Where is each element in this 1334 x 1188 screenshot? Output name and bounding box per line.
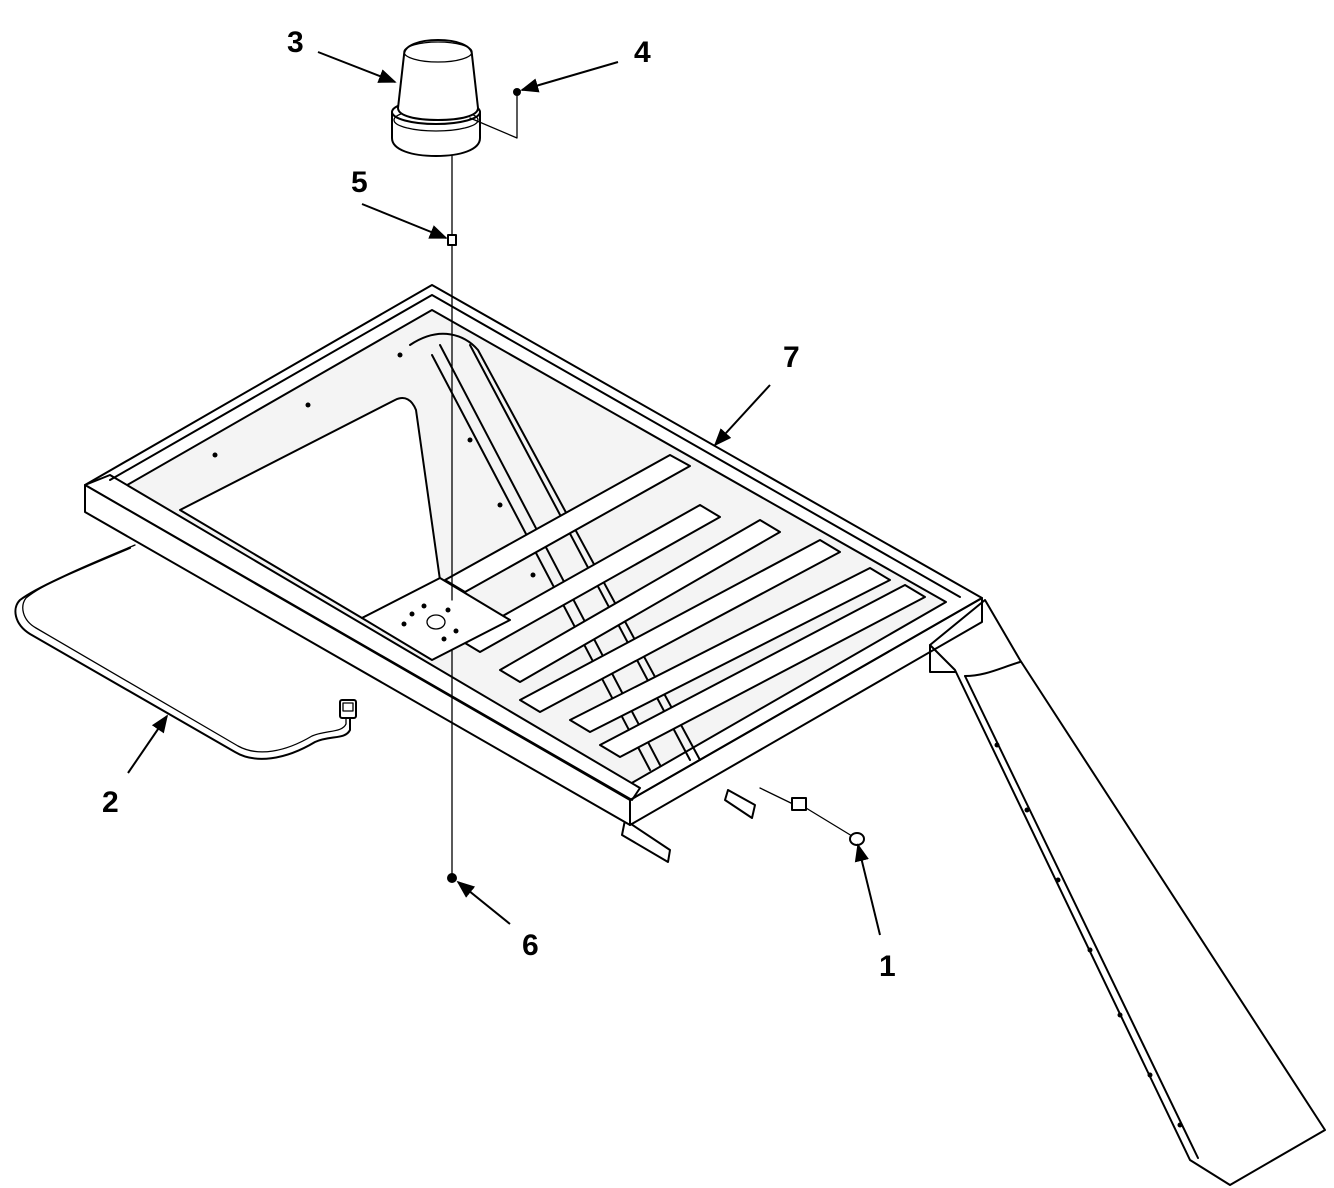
leader-4 — [520, 61, 619, 93]
callout-3: 3 — [287, 26, 304, 59]
leader-lines — [127, 51, 881, 936]
callout-labels: 3 4 5 7 2 6 1 — [102, 26, 896, 983]
callout-5: 5 — [351, 166, 368, 199]
callout-2: 2 — [102, 786, 119, 819]
callout-4: 4 — [634, 36, 651, 69]
leader-7 — [713, 384, 771, 447]
leader-1 — [854, 843, 881, 936]
ladder-rail — [929, 599, 1326, 1186]
platform-frame — [84, 284, 983, 863]
leader-2 — [127, 714, 169, 774]
leader-5 — [361, 203, 448, 239]
mounting-bolt-line — [447, 155, 457, 883]
leader-3 — [317, 51, 397, 83]
leader-6 — [456, 880, 511, 925]
callout-7: 7 — [783, 341, 800, 374]
callout-1: 1 — [879, 950, 896, 983]
wiring-harness — [14, 544, 357, 760]
screw — [469, 88, 521, 139]
beacon-light — [391, 39, 481, 157]
callout-6: 6 — [522, 929, 539, 962]
connector — [759, 787, 865, 846]
